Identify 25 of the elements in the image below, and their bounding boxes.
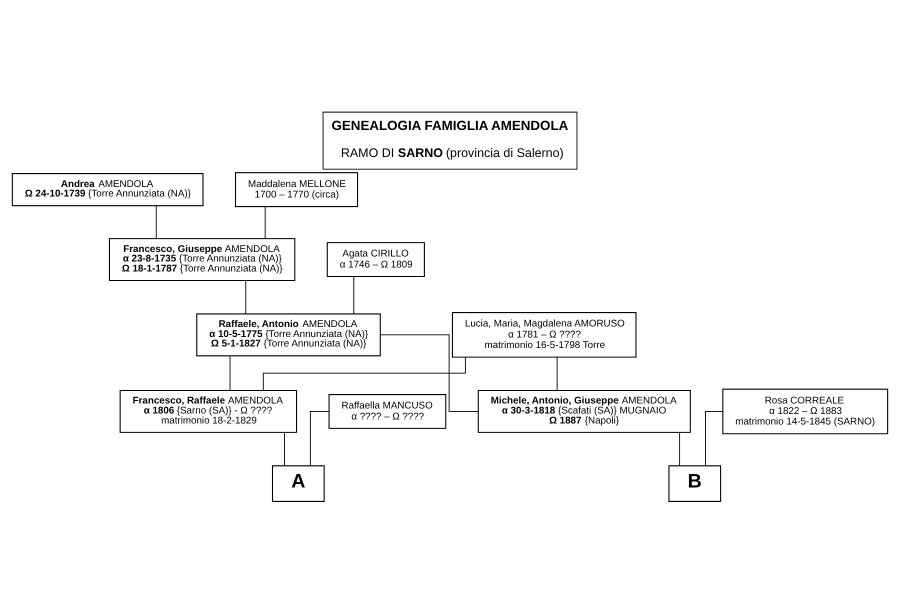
node-box: Raffaele, Antonio AMENDOLA α 10-5-1775 {Torre Annunziata (NA)} Ω 5-1-1827 {Torre Annunziata (NA)} <box>196 312 381 356</box>
connector <box>156 204 157 238</box>
node-box: Rosa CORREALE α 1822 – Ω 1883 matrimonio 14-5-1845 (SARNO) <box>722 388 888 434</box>
connector <box>284 432 285 466</box>
connector <box>310 410 330 466</box>
node-box: Francesco, Raffaele AMENDOLA α 1806 {Sarno (SA)} - Ω ???? matrimonio 18-2-1829 <box>120 389 298 432</box>
connector <box>262 356 466 390</box>
connector <box>353 276 354 314</box>
diagram-title: GENEALOGIA FAMIGLIA AMENDOLA <box>332 117 568 132</box>
node-box: Lucia, Maria, Magdalena AMORUSO α 1781 – Ω ???? matrimonio 16-5-1798 Torre <box>452 312 636 358</box>
node-box: A <box>272 464 325 502</box>
node-box: B <box>668 464 722 502</box>
connector <box>556 356 558 390</box>
node-box: Francesco, Giuseppe AMENDOLA α 23-8-1735 {Torre Annunziata (NA)} Ω 18-1-1787 {Torre Annunziata (NA)} <box>108 238 296 281</box>
node-box: Andrea AMENDOLA Ω 24-10-1739 {Torre Annunziata (NA)} <box>12 172 204 206</box>
connector <box>705 410 724 466</box>
node-box: Agata CIRILLO α 1746 – Ω 1809 <box>326 242 425 277</box>
node-box: Maddalena MELLONE 1700 – 1770 (circa) <box>235 172 358 207</box>
caption: RAMO DI SARNO (provincia di Salerno) <box>340 145 564 160</box>
connector <box>264 206 266 238</box>
connector <box>380 334 479 412</box>
connector <box>245 280 246 314</box>
node-box: Raffaella MANCUSO α ???? – Ω ???? <box>328 394 446 428</box>
connector <box>679 432 680 466</box>
node-box: Michele, Antonio, Giuseppe AMENDOLA α 30-3-1818 {Scafati (SA)} MUGNAIO Ω 1887 {Napoli} <box>478 389 691 432</box>
